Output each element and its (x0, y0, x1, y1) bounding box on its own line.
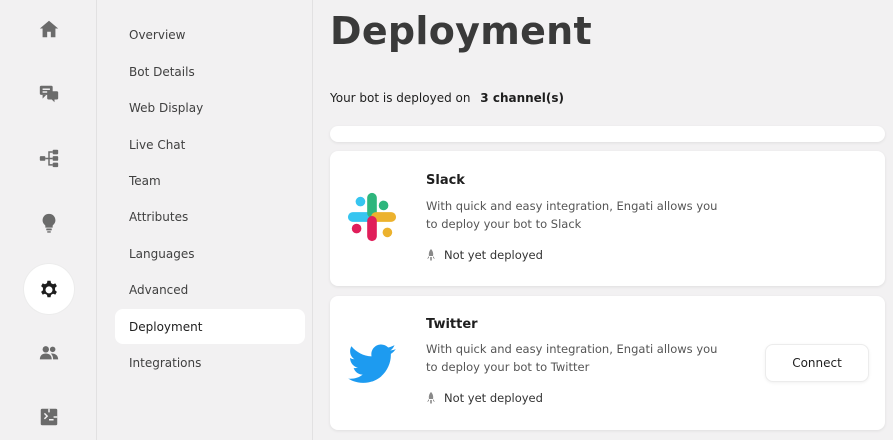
icon-rail (0, 0, 97, 440)
rocket-icon (427, 249, 435, 261)
channel-count: 3 channel(s) (480, 91, 565, 105)
channel-card-partial (330, 126, 885, 142)
deploy-status: Not yet deployed (426, 391, 543, 405)
deploy-status-text: Not yet deployed (444, 248, 543, 262)
chat-icon (39, 85, 59, 103)
lightbulb-icon (42, 213, 56, 233)
nav-item-web-display[interactable]: Web Display (129, 100, 204, 115)
rail-conversations[interactable] (24, 69, 74, 119)
nav-item-languages[interactable]: Languages (129, 246, 195, 261)
channel-card-twitter: Twitter With quick and easy integration,… (330, 296, 885, 430)
channel-description: With quick and easy integration, Engati … (426, 342, 718, 374)
rail-integrations[interactable] (24, 392, 74, 440)
channel-name: Twitter (426, 317, 478, 332)
channel-card-slack: Slack With quick and easy integration, E… (330, 151, 885, 286)
deploy-status: Not yet deployed (426, 248, 543, 262)
nav-item-team[interactable]: Team (129, 173, 161, 188)
rail-flows[interactable] (24, 133, 74, 183)
deploy-status-text: Not yet deployed (444, 391, 543, 405)
flow-icon (39, 149, 59, 168)
puzzle-icon (40, 408, 58, 426)
nav-item-bot-details[interactable]: Bot Details (129, 64, 195, 79)
nav-item-integrations[interactable]: Integrations (129, 355, 202, 370)
nav-item-live-chat[interactable]: Live Chat (129, 137, 186, 152)
nav-item-attributes[interactable]: Attributes (129, 209, 189, 224)
home-icon (39, 20, 59, 38)
channel-name: Slack (426, 173, 465, 188)
connect-button[interactable]: Connect (765, 344, 869, 382)
rail-users[interactable] (24, 328, 74, 378)
twitter-logo-icon (348, 344, 396, 383)
summary-text: Your bot is deployed on (330, 91, 471, 105)
channel-description: With quick and easy integration, Engati … (426, 199, 718, 231)
nav-item-overview[interactable]: Overview (129, 27, 186, 42)
rail-insights[interactable] (24, 198, 74, 248)
slack-logo-icon (347, 192, 397, 242)
nav-item-deployment[interactable]: Deployment (115, 309, 305, 344)
page-title: Deployment (330, 9, 593, 53)
settings-nav: Overview Bot Details Web Display Live Ch… (98, 0, 313, 440)
rail-settings[interactable] (24, 264, 74, 314)
deployment-summary: Your bot is deployed on 3 channel(s) (330, 91, 564, 105)
nav-item-advanced[interactable]: Advanced (129, 282, 189, 297)
main-content: Deployment Your bot is deployed on 3 cha… (314, 0, 893, 440)
users-icon (39, 346, 59, 360)
gear-icon (41, 280, 57, 298)
rail-home[interactable] (24, 4, 74, 54)
rocket-icon (427, 392, 435, 404)
